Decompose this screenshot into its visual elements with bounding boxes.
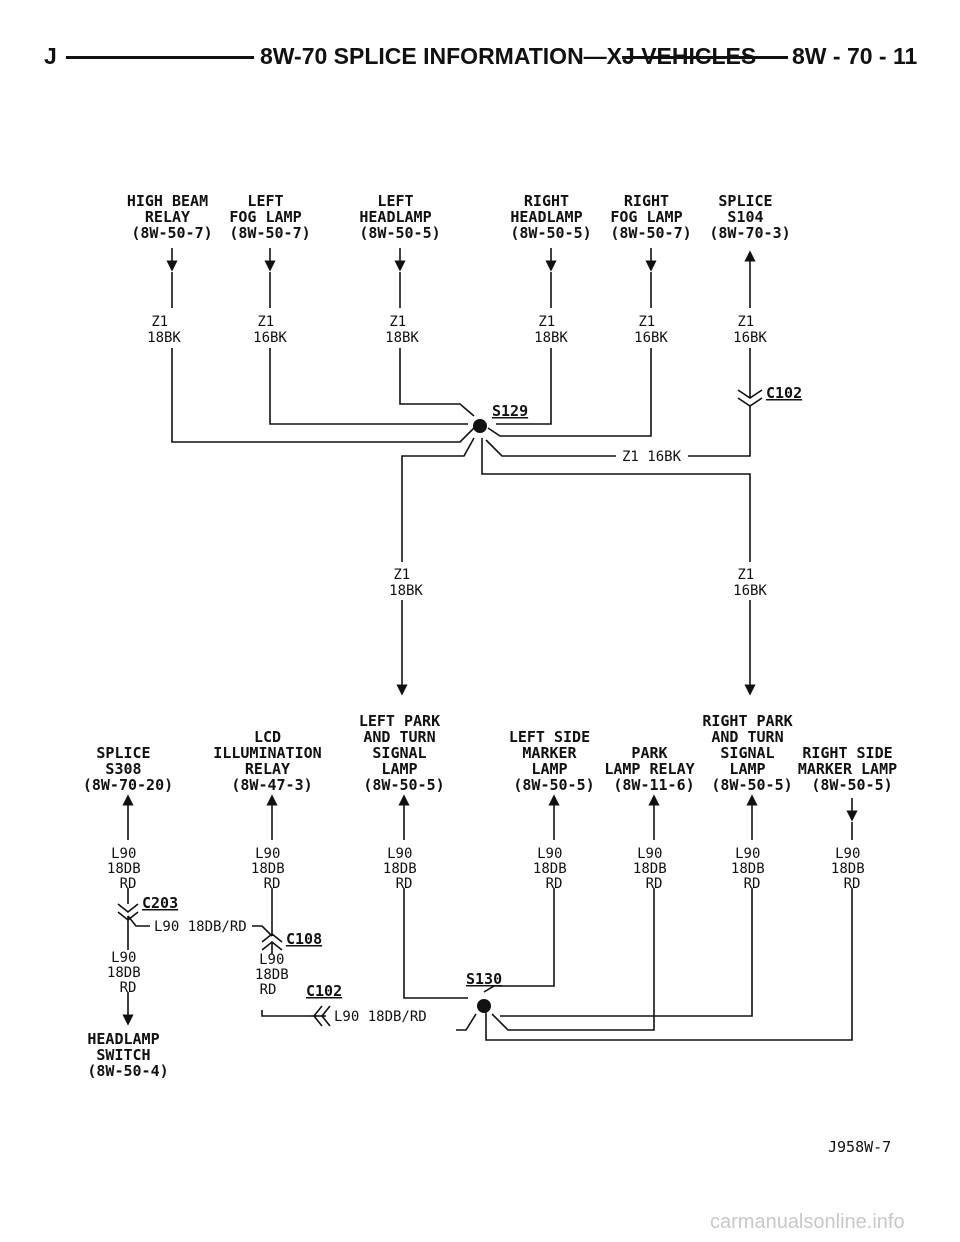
- component-left-headlamp: LEFT HEADLAMP (8W-50-5): [359, 192, 440, 242]
- header-rule-left: [66, 56, 254, 59]
- connector-c102-bottom: C102: [306, 982, 342, 1000]
- wire-label-high-beam: Z1 18BK: [147, 314, 181, 346]
- wire-label-right-headlamp: Z1 18BK: [534, 314, 568, 346]
- connector-c108-symbol: [261, 932, 283, 951]
- component-splice-s308: SPLICE S308 (8W-70-20): [83, 744, 173, 794]
- wire-label-lcd-relay: L90 18DB RD: [251, 846, 293, 892]
- wire-label-s308: L90 18DB RD: [107, 846, 149, 892]
- component-high-beam-relay: HIGH BEAM RELAY (8W-50-7): [127, 192, 217, 242]
- wire-label-left-headlamp: Z1 18BK: [385, 314, 419, 346]
- splice-s130-dot: [477, 999, 491, 1013]
- wire-label-c203-side: L90 18DB/RD: [154, 919, 247, 935]
- bottom-wire-lines: [122, 794, 858, 1041]
- connector-c108: C108: [286, 930, 322, 948]
- component-headlamp-switch: HEADLAMP SWITCH (8W-50-4): [87, 1030, 168, 1080]
- wire-label-left-fog: Z1 16BK: [253, 314, 287, 346]
- wire-label-left-park: L90 18DB RD: [383, 846, 425, 892]
- component-lcd-illumination-relay: LCD ILLUMINATION RELAY (8W-47-3): [213, 728, 330, 794]
- wire-label-right-fog: Z1 16BK: [634, 314, 668, 346]
- wire-label-after-c108: L90 18DB RD: [255, 952, 297, 998]
- component-right-side-marker-lamp: RIGHT SIDE MARKER LAMP (8W-50-5): [798, 744, 906, 794]
- component-right-headlamp: RIGHT HEADLAMP (8W-50-5): [510, 192, 591, 242]
- component-left-fog-lamp: LEFT FOG LAMP (8W-50-7): [229, 192, 310, 242]
- connector-c102-top-symbol: [737, 378, 763, 407]
- watermark: carmanualsonline.info: [710, 1211, 905, 1233]
- wire-label-z1-horizontal: Z1 16BK: [622, 449, 682, 465]
- header-rule-right: [622, 56, 788, 59]
- wire-label-c102-side: L90 18DB/RD: [334, 1009, 427, 1025]
- splice-s129-dot: [473, 419, 487, 433]
- wire-label-left-side-marker: L90 18DB RD: [533, 846, 575, 892]
- splice-s130-label: S130: [466, 970, 502, 988]
- wire-label-splice-s104: Z1 16BK: [733, 314, 767, 346]
- wire-label-mid-left: Z1 18BK: [389, 567, 423, 599]
- component-right-fog-lamp: RIGHT FOG LAMP (8W-50-7): [610, 192, 691, 242]
- wire-label-park-lamp-relay: L90 18DB RD: [633, 846, 675, 892]
- wire-label-right-park: L90 18DB RD: [731, 846, 773, 892]
- connector-c102-top: C102: [766, 384, 802, 402]
- figure-id: J958W-7: [828, 1138, 891, 1156]
- component-splice-s104: SPLICE S104 (8W-70-3): [709, 192, 790, 242]
- component-left-park-turn-signal-lamp: LEFT PARK AND TURN SIGNAL LAMP (8W-50-5): [359, 712, 449, 794]
- connector-c102-bottom-symbol: [312, 1005, 331, 1027]
- header-left-letter: J: [44, 43, 57, 69]
- wire-label-right-side-marker: L90 18DB RD: [831, 846, 873, 892]
- wire-label-after-c203: L90 18DB RD: [107, 950, 149, 996]
- splice-s129-label: S129: [492, 402, 528, 420]
- component-left-side-marker-lamp: LEFT SIDE MARKER LAMP (8W-50-5): [509, 728, 599, 794]
- connector-c203-symbol: [117, 903, 139, 922]
- top-wire-lines: [166, 248, 756, 696]
- component-right-park-turn-signal-lamp: RIGHT PARK AND TURN SIGNAL LAMP (8W-50-5…: [702, 712, 801, 794]
- connector-c203: C203: [142, 894, 178, 912]
- component-park-lamp-relay: PARK LAMP RELAY (8W-11-6): [604, 744, 703, 794]
- page-number: 8W - 70 - 11: [792, 43, 918, 69]
- wire-label-mid-right: Z1 16BK: [733, 567, 767, 599]
